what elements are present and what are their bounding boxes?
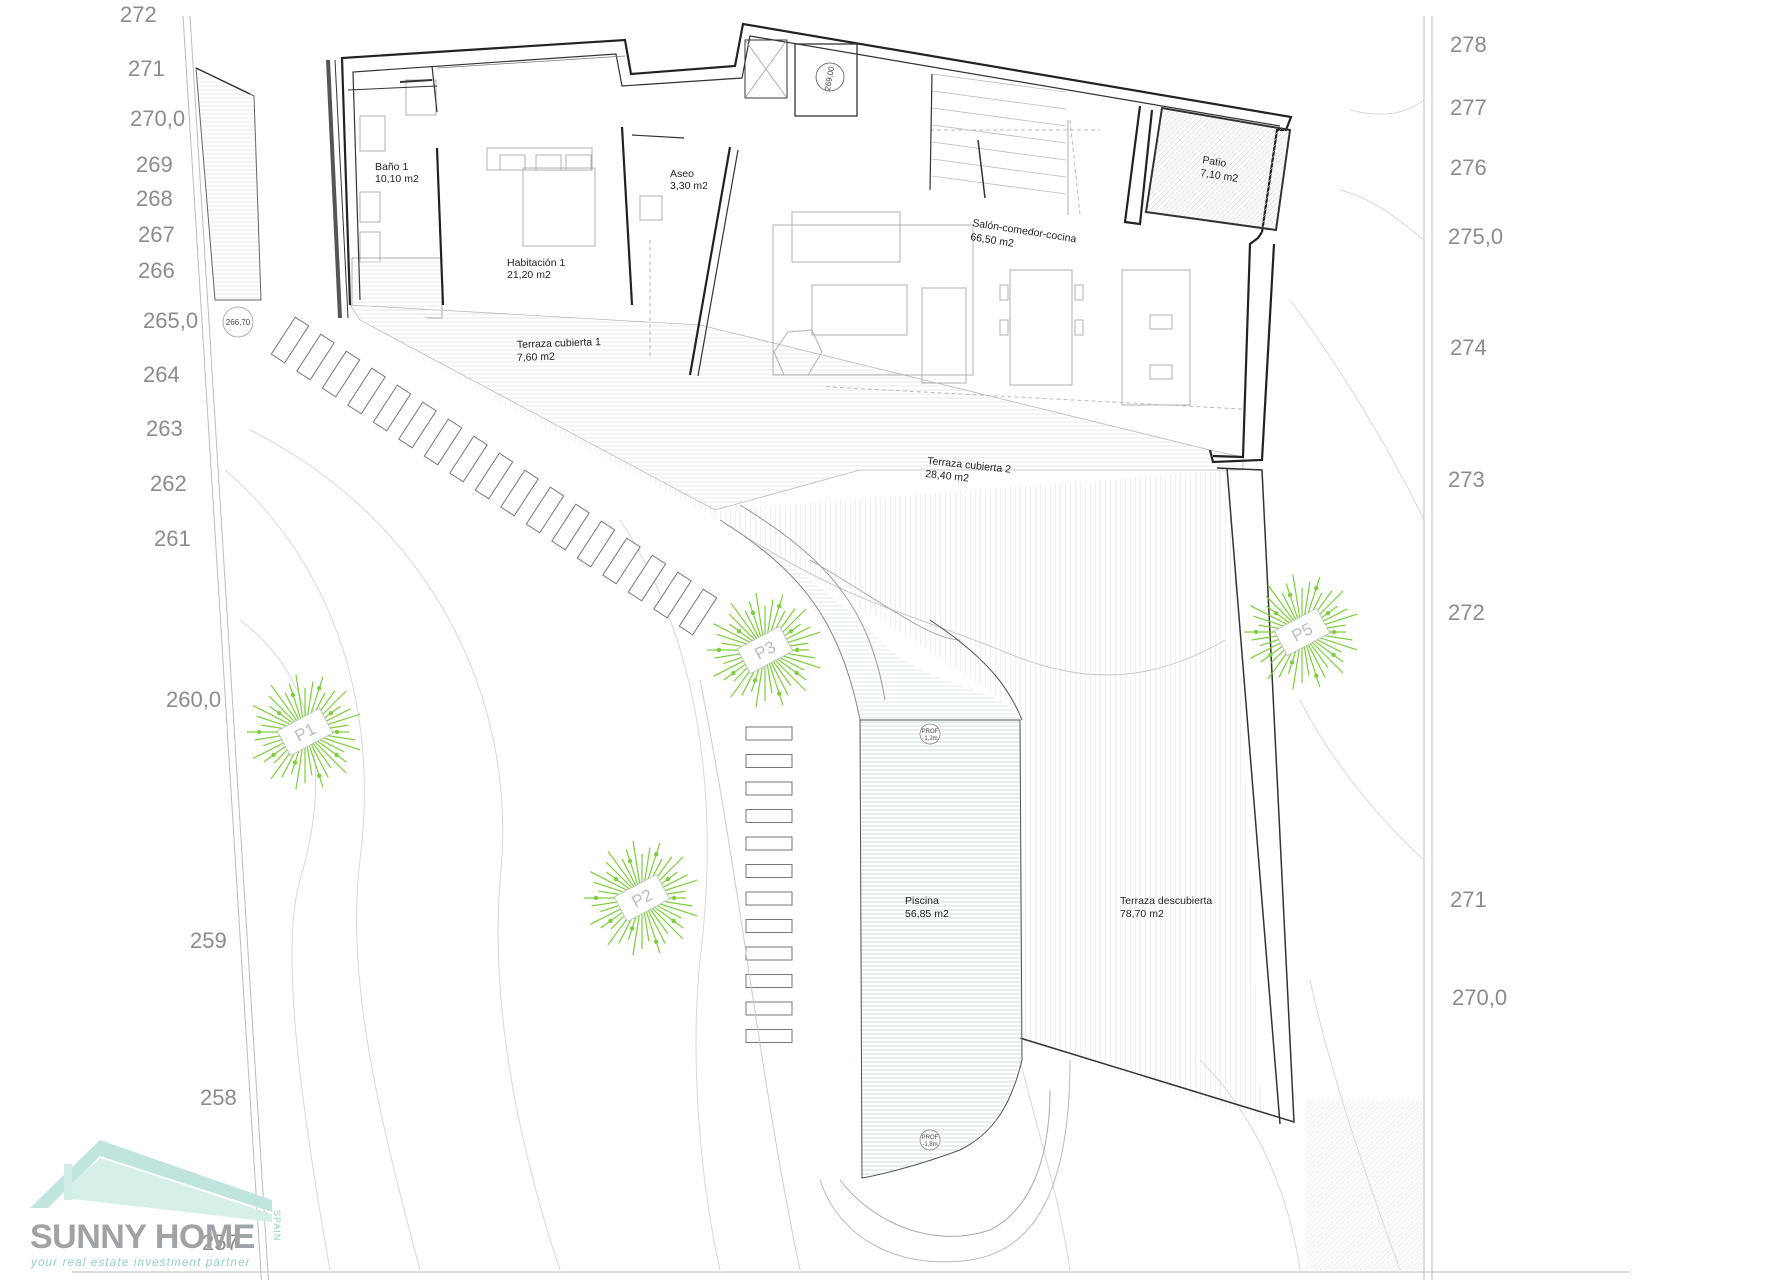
contour-level-left: 262 — [150, 471, 187, 496]
contour-levels-left: 272 271 270,0 269 268 267 266 265,0 264 263 262 261… — [120, 2, 239, 1255]
contour-level-right: 271 — [1450, 887, 1487, 912]
contour-level-left: 258 — [200, 1085, 237, 1110]
contour-level-left: 260,0 — [166, 687, 221, 712]
tree-p3: P3 — [707, 592, 821, 708]
stepping-stone — [745, 974, 793, 988]
room-area-terraza-descubierta: 78,70 m2 — [1120, 908, 1164, 920]
room-name-terraza-descubierta: Terraza descubierta — [1120, 895, 1212, 907]
spot-levels: 266,70 269,00 — [222, 62, 845, 338]
stepping-stone — [653, 571, 692, 619]
room-name-patio: Patio — [1202, 154, 1228, 170]
contour-level-left: 266 — [138, 258, 175, 283]
stepping-stone — [449, 435, 488, 483]
tree-p1: P1 — [247, 674, 361, 790]
stepping-stone — [745, 946, 793, 961]
room-name-bano1: Baño 1 — [375, 161, 408, 173]
stepping-stone — [745, 864, 793, 878]
room-area-terraza2: 28,40 m2 — [925, 468, 970, 485]
contour-level-left: 268 — [136, 186, 173, 211]
stepping-stone — [745, 891, 793, 906]
contour-level-right: 274 — [1450, 335, 1487, 360]
pool-depth-shallow-label: PROF — [922, 729, 939, 735]
contour-level-left: 269 — [136, 152, 173, 177]
stepping-stone — [321, 350, 361, 398]
room-area-terraza1: 7,60 m2 — [517, 351, 555, 364]
contour-level-right: 276 — [1450, 155, 1487, 180]
pool-depth-deep-value: -1,8m — [922, 1142, 937, 1148]
contour-level-right: 278 — [1450, 32, 1487, 57]
stepping-stone — [398, 401, 437, 449]
stepping-stone — [745, 809, 793, 823]
stepping-stone — [423, 418, 463, 466]
stepping-stone — [745, 781, 793, 796]
stepping-stone — [745, 1029, 793, 1043]
stepping-stone — [296, 333, 335, 381]
logo-tagline: your real estate investment partner — [30, 1257, 251, 1269]
contour-level-left: 265,0 — [143, 308, 198, 333]
contour-level-left: 270,0 — [130, 106, 185, 131]
logo-side-text: SPAIN — [272, 1210, 282, 1241]
swimming-pool — [699, 504, 1071, 1271]
stepping-stone — [745, 1001, 793, 1016]
tree-p2: P2 — [584, 840, 698, 956]
contour-level-left: 271 — [128, 56, 165, 81]
stepping-stone — [745, 919, 793, 933]
stepping-stone — [270, 316, 310, 364]
contour-level-left: 263 — [146, 416, 183, 441]
contour-level-right: 277 — [1450, 95, 1487, 120]
room-name-terraza1: Terraza cubierta 1 — [517, 336, 602, 351]
contour-level-right: 273 — [1448, 467, 1485, 492]
contour-level-left: 272 — [120, 2, 157, 27]
spot-level-stair: 269,00 — [823, 65, 836, 91]
room-area-piscina: 56,85 m2 — [905, 908, 949, 920]
room-name-habitacion1: Habitación 1 — [507, 257, 566, 269]
contour-level-right: 275,0 — [1448, 224, 1503, 249]
stepping-stone — [372, 384, 412, 432]
stepping-stone — [576, 520, 616, 568]
room-area-habitacion1: 21,20 m2 — [507, 269, 551, 281]
contour-level-left: 257 — [202, 1230, 239, 1255]
stepping-stone — [745, 754, 793, 768]
pool-depth-markers: PROF -1,2m PROF -1,8m — [919, 723, 941, 1151]
contour-levels-right: 278 277 276 275,0 274 273 272 271 270,0 — [1448, 32, 1507, 1010]
spot-level-entry: 266,70 — [226, 318, 251, 327]
room-area-aseo: 3,30 m2 — [670, 180, 708, 192]
contour-level-left: 267 — [138, 222, 175, 247]
stepping-stone — [745, 836, 793, 851]
contour-level-left: 259 — [190, 928, 227, 953]
terraces — [349, 304, 1295, 1125]
stepping-stones-diagonal — [270, 316, 718, 636]
access-ramp — [195, 67, 262, 301]
stepping-stone — [602, 537, 641, 585]
contour-level-left: 261 — [154, 526, 191, 551]
contour-level-left: 264 — [143, 362, 180, 387]
stepping-stone — [745, 726, 793, 741]
stepping-stone — [474, 452, 514, 500]
stepping-stone — [500, 469, 539, 517]
room-name-aseo: Aseo — [670, 168, 694, 180]
stepping-stone — [551, 503, 590, 551]
stepping-stones-vertical — [745, 726, 793, 1043]
room-name-piscina: Piscina — [905, 895, 939, 907]
room-area-patio: 7,10 m2 — [1200, 167, 1240, 185]
contour-level-right: 270,0 — [1452, 985, 1507, 1010]
sunny-home-logo: SUNNY HOME your real estate investment p… — [30, 1140, 282, 1269]
pool-depth-deep-label: PROF — [922, 1135, 939, 1141]
pool-depth-shallow-value: -1,2m — [922, 736, 937, 742]
stepping-stone — [678, 588, 718, 636]
stepping-stone — [627, 554, 667, 602]
stepping-stone — [525, 486, 565, 534]
terrain-contours — [72, 15, 1630, 1280]
tree-p5: P5 — [1244, 574, 1358, 690]
contour-level-right: 272 — [1448, 600, 1485, 625]
logo-brand: SUNNY HOME — [30, 1218, 255, 1256]
room-area-bano1: 10,10 m2 — [375, 173, 419, 185]
stepping-stone — [347, 367, 386, 415]
